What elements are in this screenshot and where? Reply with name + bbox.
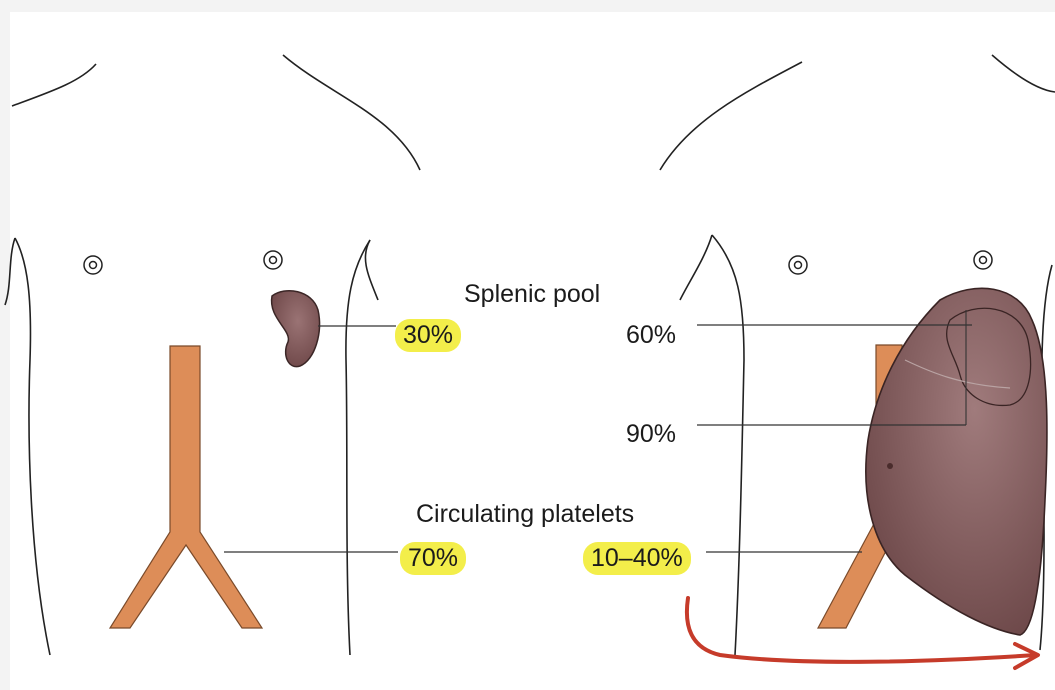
right-torso-outer-left	[712, 235, 744, 655]
circulating-enlarged-value: 10–40%	[583, 542, 691, 575]
left-shoulder-line	[12, 64, 96, 106]
enlarged-spleen-icon	[866, 288, 1047, 635]
circulating-normal-value: 70%	[400, 542, 466, 575]
circulating-platelets-title: Circulating platelets	[416, 502, 634, 527]
nipple-icon	[789, 256, 807, 274]
left-torso-outer-left	[15, 238, 50, 655]
left-armpit-right	[365, 240, 378, 300]
right-armpit-left	[680, 235, 712, 300]
left-armpit-left	[5, 238, 15, 305]
spleen-icon	[272, 291, 320, 367]
left-torso-outer-right	[346, 240, 370, 655]
aorta-icon	[110, 346, 262, 628]
nipple-icon	[84, 256, 102, 274]
splenic-pool-title: Splenic pool	[464, 282, 600, 307]
right-neck-line	[992, 55, 1055, 92]
splenic-pool-normal-value: 30%	[395, 319, 461, 352]
nipple-icon	[264, 251, 282, 269]
right-shoulder-line	[660, 62, 802, 170]
spleen-spot	[887, 463, 893, 469]
left-neck-line	[283, 55, 420, 170]
splenic-pool-enlarged-upper-value: 60%	[626, 323, 676, 348]
splenic-pool-enlarged-lower-value: 90%	[626, 422, 676, 447]
nipple-icon	[974, 251, 992, 269]
